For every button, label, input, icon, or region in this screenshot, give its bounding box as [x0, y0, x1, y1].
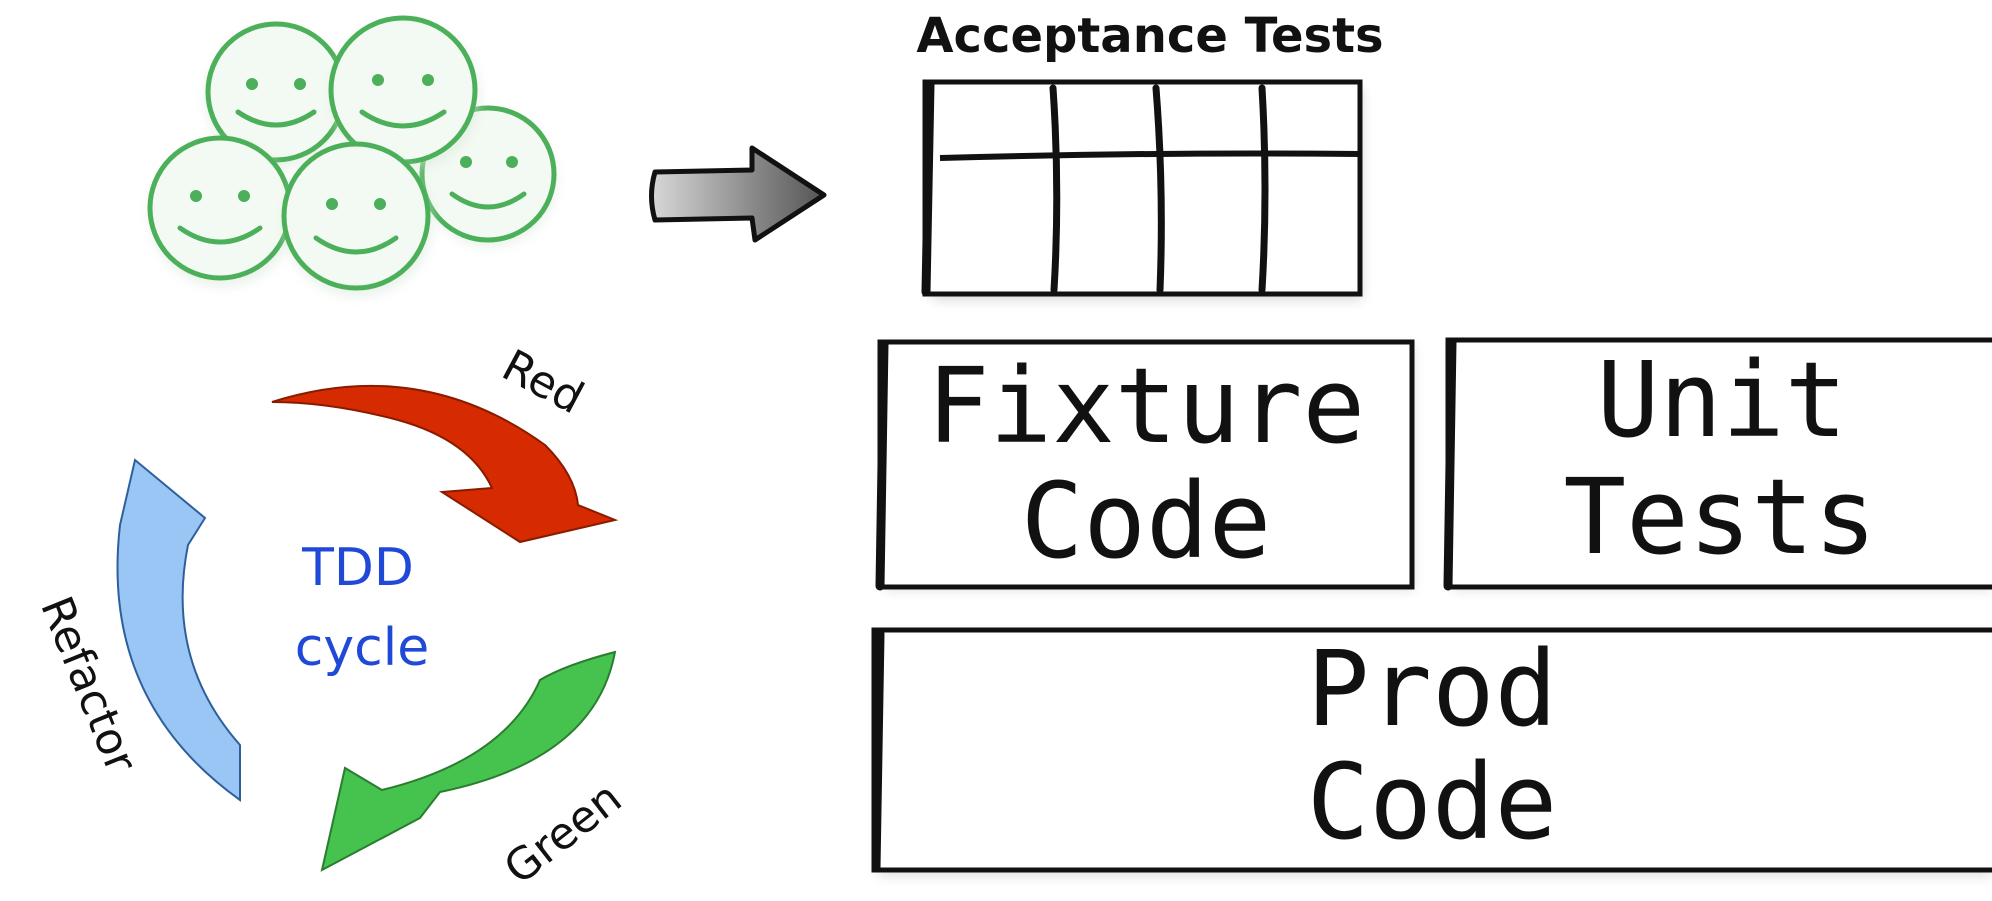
smiley-face-icon	[281, 141, 432, 296]
smiley-face-icon	[205, 21, 347, 168]
smiley-face-icon	[147, 135, 294, 286]
unit-tests-box: Unit Tests	[1443, 337, 1992, 591]
green-cycle-arrow	[320, 650, 617, 872]
refactor-cycle-arrow	[116, 458, 241, 802]
green-label: Green	[495, 772, 631, 894]
acceptance-tests-title: Acceptance Tests	[916, 8, 1383, 64]
right-arrow-icon	[649, 145, 827, 243]
prod-code-box: Prod Code	[871, 627, 1992, 876]
red-cycle-arrow	[271, 384, 619, 544]
prod-code-line1: Prod	[1307, 628, 1557, 750]
fixture-code-line1: Fixture	[927, 345, 1365, 467]
prod-code-line2: Code	[1307, 741, 1557, 863]
acceptance-tests-table-icon	[921, 79, 1363, 300]
customers-smiley-group	[147, 15, 557, 296]
tdd-cycle-title-line1: TDD	[301, 538, 414, 598]
tdd-cycle-title-line2: cycle	[295, 618, 429, 678]
fixture-code-line2: Code	[1021, 460, 1271, 582]
unit-tests-line1: Unit	[1597, 339, 1847, 461]
red-label: Red	[494, 340, 592, 424]
fixture-code-box: Fixture Code	[875, 339, 1415, 591]
smiley-face-icon	[328, 15, 479, 170]
unit-tests-line2: Tests	[1563, 456, 1876, 578]
tdd-cycle-diagram: Red Green Refactor TDD cycle	[30, 340, 631, 895]
